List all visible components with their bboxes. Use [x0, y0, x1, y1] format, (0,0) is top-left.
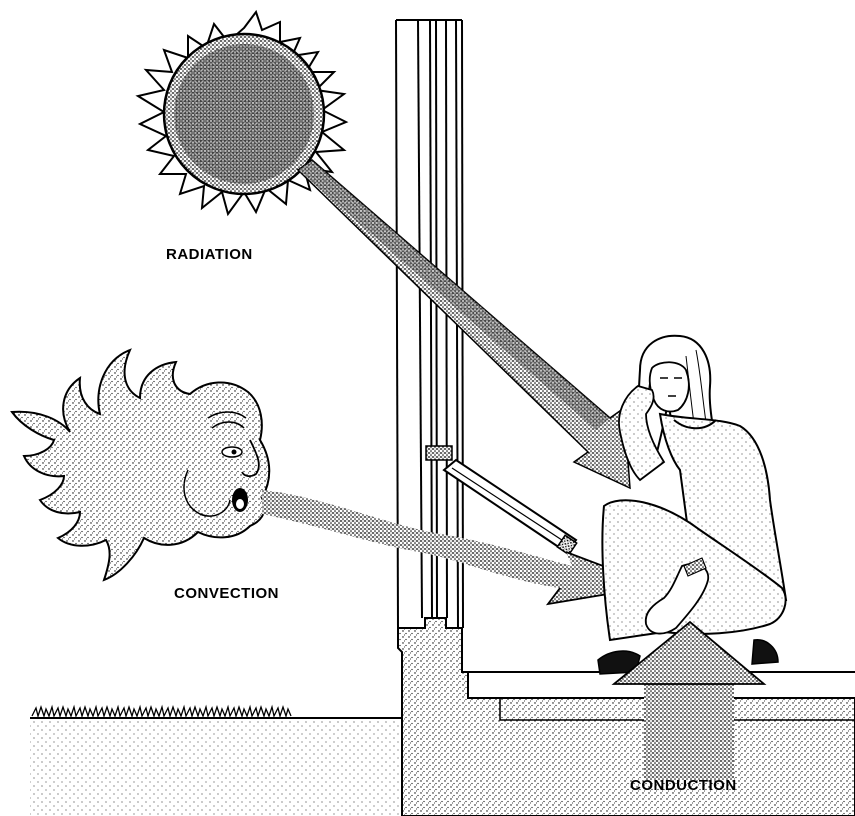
radiation-arrow [298, 160, 630, 488]
wind-face-icon [12, 350, 269, 580]
foundation-wall [398, 618, 855, 816]
convection-label: CONVECTION [174, 585, 279, 602]
convection-arrow [262, 490, 656, 604]
ground [30, 707, 410, 816]
radiation-label: RADIATION [166, 246, 253, 263]
conduction-label: CONDUCTION [630, 777, 737, 794]
